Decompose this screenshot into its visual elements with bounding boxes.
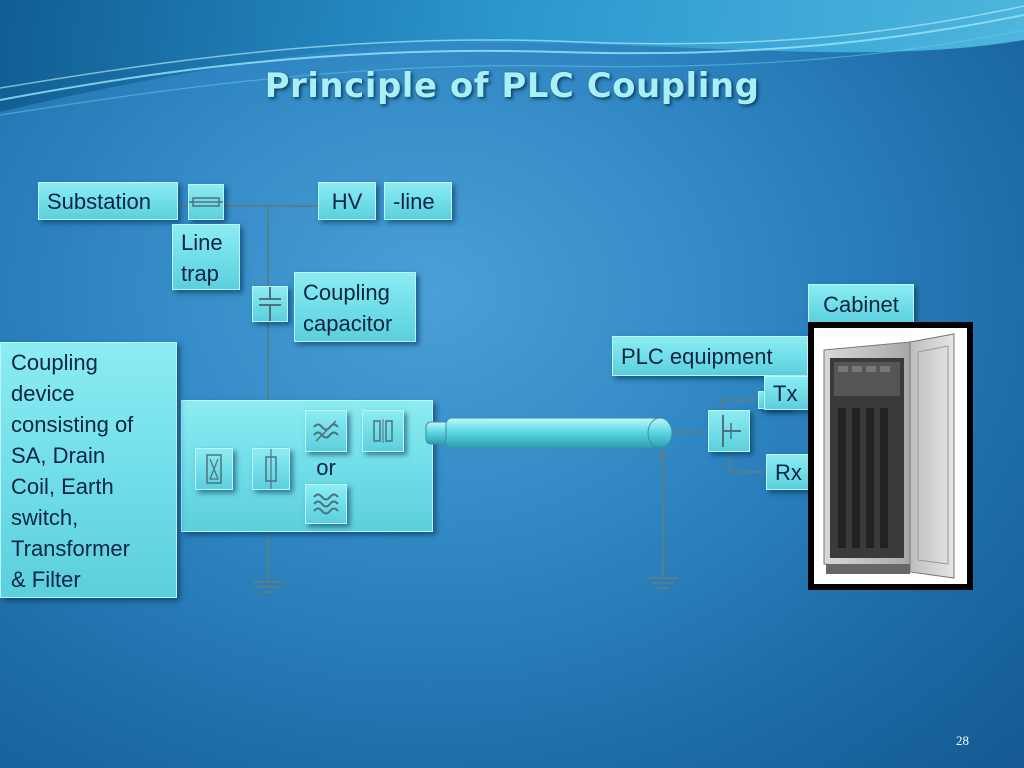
drain-coil-symbol <box>252 448 290 490</box>
line-trap-label: Line trap <box>172 224 240 290</box>
transformer-symbol <box>362 410 404 452</box>
hv-label: HV <box>318 182 376 220</box>
slide-title: Principle of PLC Coupling <box>264 66 760 106</box>
drain-coil-icon <box>265 449 277 489</box>
line-trap-symbol <box>188 184 224 220</box>
transformer-icon <box>373 419 393 443</box>
filter-symbol-1 <box>305 410 347 452</box>
coaxial-cable <box>425 417 673 449</box>
filter-wave-icon <box>313 493 339 515</box>
coupling-capacitor-symbol <box>252 286 288 322</box>
cabinet-illustration <box>814 328 967 584</box>
cabinet-image <box>808 322 973 590</box>
rx-label: Rx <box>766 454 812 490</box>
line-trap-icon <box>189 197 223 207</box>
plc-coupler-symbol <box>708 410 750 452</box>
filter-wave-icon <box>313 420 339 442</box>
surge-arrester-icon <box>206 454 222 484</box>
coupling-device-description: Coupling device consisting of SA, Drain … <box>0 342 177 598</box>
coupling-capacitor-label: Coupling capacitor <box>294 272 416 342</box>
page-number: 28 <box>956 733 969 748</box>
filter-symbol-2 <box>305 484 347 524</box>
plc-equipment-label: PLC equipment <box>612 336 808 376</box>
hybrid-coupler-icon <box>722 415 741 447</box>
cabinet-label: Cabinet <box>808 284 914 324</box>
tx-label: Tx <box>764 376 810 410</box>
substation-label: Substation <box>38 182 178 220</box>
surge-arrester-symbol <box>195 448 233 490</box>
decorative-wave-banner <box>0 0 1024 116</box>
capacitor-icon <box>259 287 281 321</box>
line-label: -line <box>384 182 452 220</box>
or-label: or <box>316 455 336 480</box>
or-label-box: or <box>305 452 347 486</box>
